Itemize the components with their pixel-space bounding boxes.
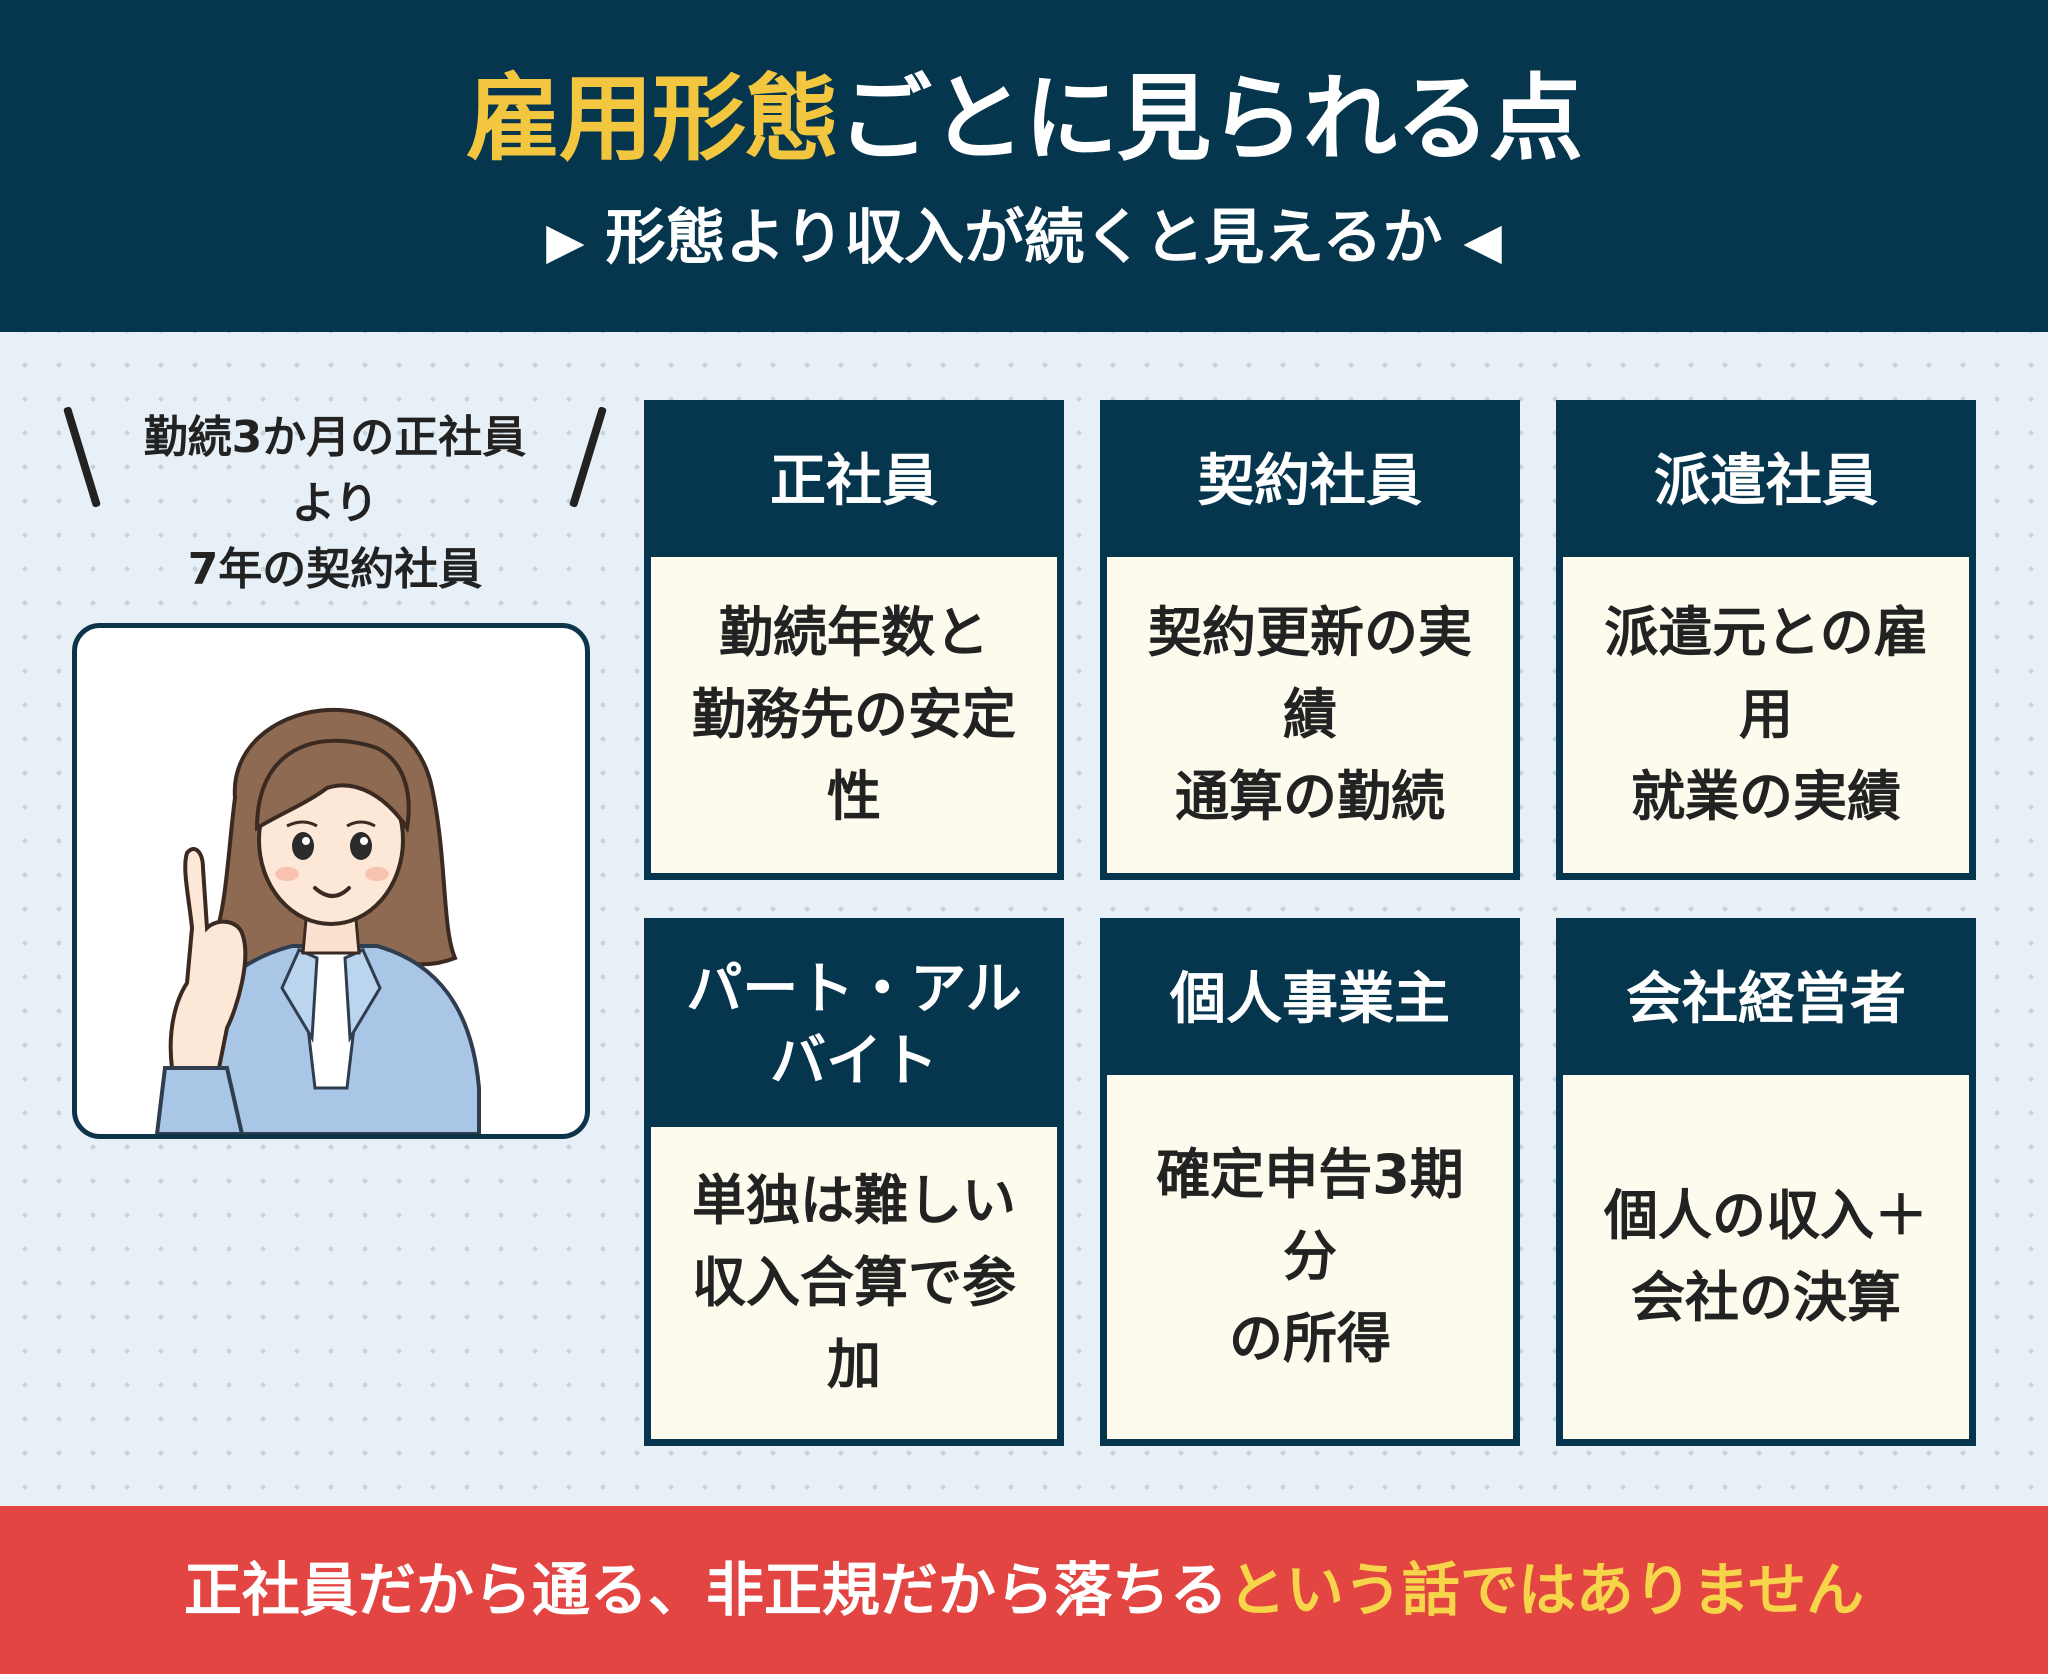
- footer-text-main: 正社員だから通る、非正規だから落ちる: [183, 1556, 1228, 1624]
- page-subtitle: ▶ 形態より収入が続くと見えるか ◀: [0, 198, 2048, 281]
- card-body-line: 契約更新の実: [1148, 601, 1472, 664]
- card-body-line: 確定申告3期: [1156, 1143, 1464, 1206]
- header-banner: 雇用形態ごとに見られる点 ▶ 形態より収入が続くと見えるか ◀: [0, 0, 2048, 332]
- card-body: 契約更新の実 績 通算の勤続: [1107, 557, 1513, 873]
- card-body-line: 分: [1282, 1225, 1337, 1288]
- title-rest: ごとに見られる点: [838, 65, 1583, 174]
- card-body: 派遣元との雇 用 就業の実績: [1563, 557, 1969, 873]
- speech-text: 勤続3か月の正社員 より 7年の契約社員: [120, 405, 550, 603]
- triangle-left-icon: ◀: [1463, 212, 1502, 270]
- card-part-arubaito: パート・アル バイト 単独は難しい 収入合算で参 加: [644, 918, 1064, 1446]
- speech-line: より: [291, 478, 379, 529]
- card-body-line: 用: [1739, 683, 1793, 746]
- card-body-line: 会社の決算: [1631, 1266, 1901, 1329]
- illustration-frame: [72, 623, 590, 1139]
- card-body-line: の所得: [1228, 1307, 1391, 1370]
- woman-pointing-illustration: [154, 707, 481, 1134]
- card-body-line: 勤続年数と: [719, 601, 989, 664]
- card-body-line: 収入合算で参: [692, 1251, 1016, 1314]
- card-body-line: 就業の実績: [1631, 765, 1901, 828]
- page-title: 雇用形態ごとに見られる点: [0, 60, 2048, 180]
- title-highlight: 雇用形態: [465, 65, 839, 174]
- card-seishain: 正社員 勤続年数と 勤務先の安定 性: [644, 400, 1064, 880]
- card-body-line: 個人の収入＋: [1604, 1184, 1928, 1247]
- card-title: 会社経営者: [1563, 925, 1969, 1075]
- speech-line: 7年の契約社員: [187, 544, 483, 595]
- card-kojin-jigyonushi: 個人事業主 確定申告3期 分 の所得: [1100, 918, 1520, 1446]
- card-body-line: 績: [1283, 683, 1337, 746]
- card-body: 勤続年数と 勤務先の安定 性: [651, 557, 1057, 873]
- card-title: 派遣社員: [1563, 407, 1969, 557]
- card-haken: 派遣社員 派遣元との雇 用 就業の実績: [1556, 400, 1976, 880]
- card-body: 個人の収入＋ 会社の決算: [1563, 1075, 1969, 1439]
- card-kaisha-keieisha: 会社経営者 個人の収入＋ 会社の決算: [1556, 918, 1976, 1446]
- card-body-line: 単独は難しい: [692, 1169, 1016, 1232]
- card-body-line: 通算の勤続: [1175, 765, 1445, 828]
- card-body: 単独は難しい 収入合算で参 加: [651, 1127, 1057, 1439]
- card-body-line: 勤務先の安定: [692, 683, 1016, 746]
- speech-line: 勤続3か月の正社員: [143, 412, 527, 463]
- triangle-right-icon: ▶: [546, 212, 585, 270]
- card-body-line: 派遣元との雇: [1604, 601, 1928, 664]
- card-title: 正社員: [651, 407, 1057, 557]
- card-title-line: バイト: [769, 1029, 938, 1094]
- subtitle-text: 形態より収入が続くと見えるか: [605, 203, 1443, 273]
- card-title: 契約社員: [1107, 407, 1513, 557]
- speech-mark-right: [568, 406, 608, 508]
- footer-banner: 正社員だから通る、非正規だから落ちるという話ではありません: [0, 1506, 2048, 1674]
- card-body: 確定申告3期 分 の所得: [1107, 1075, 1513, 1439]
- footer-text-highlight: という話ではありません: [1227, 1556, 1865, 1624]
- card-title: パート・アル バイト: [651, 925, 1057, 1127]
- speech-mark-left: [62, 406, 102, 508]
- card-title: 個人事業主: [1107, 925, 1513, 1075]
- card-body-line: 性: [827, 765, 881, 828]
- speech-callout: 勤続3か月の正社員 より 7年の契約社員: [60, 405, 610, 605]
- card-keiyaku: 契約社員 契約更新の実 績 通算の勤続: [1100, 400, 1520, 880]
- card-body-line: 加: [827, 1333, 881, 1396]
- card-title-line: パート・アル: [686, 957, 1022, 1022]
